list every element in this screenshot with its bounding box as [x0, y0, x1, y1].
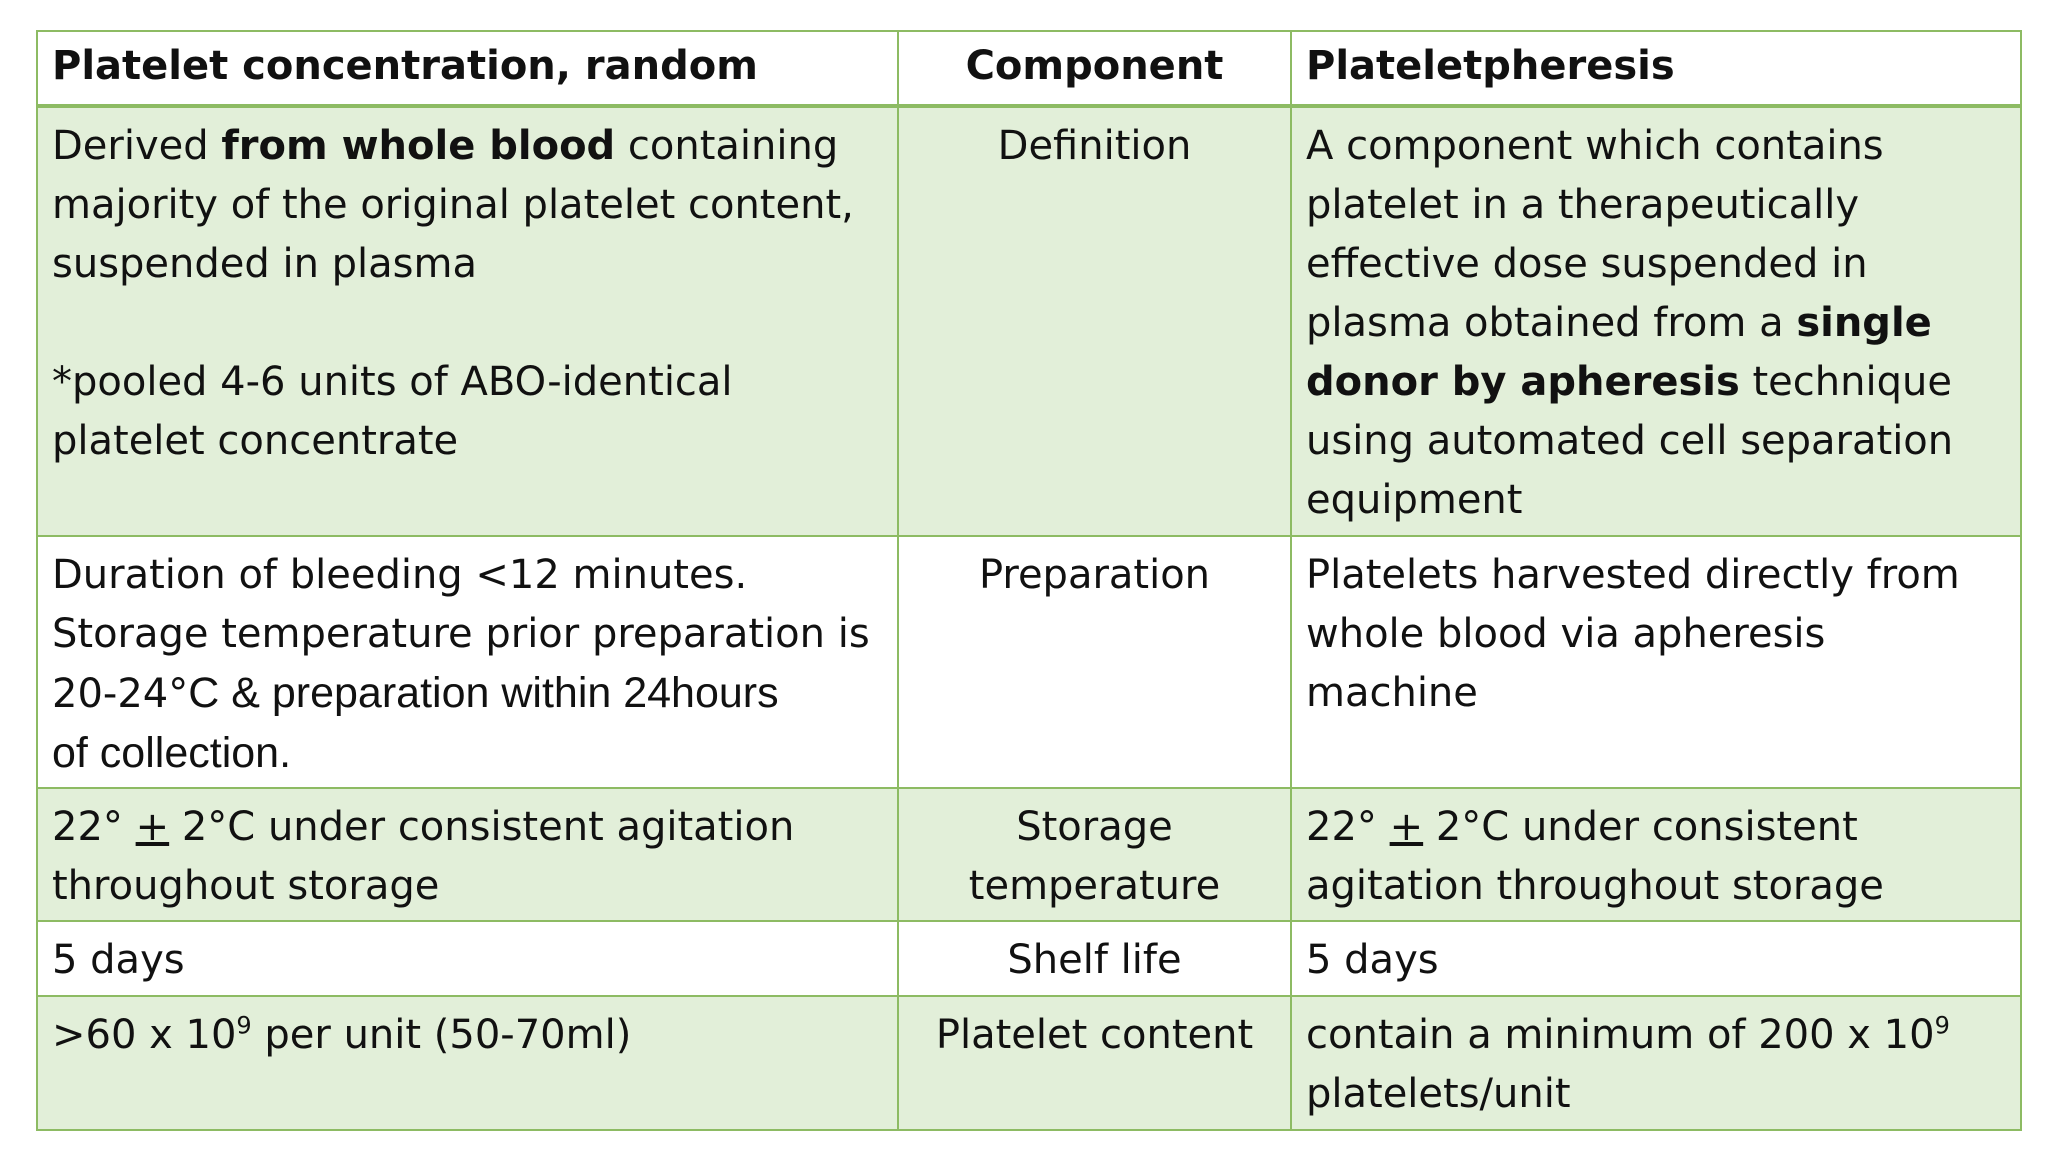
shelf-life-random: 5 days: [36, 920, 899, 997]
definition-apheresis-line1: A component which contains: [1306, 123, 1884, 169]
definition-random-note1: *pooled 4-6 units of ABO-identical: [52, 359, 733, 405]
definition-random-line1: Derived from whole blood containing: [52, 123, 839, 169]
preparation-random-line2: Storage temperature prior preparation is: [52, 611, 870, 657]
table-row-definition: Derived from whole blood containing majo…: [36, 105, 2022, 537]
platelet-comparison-table: Platelet concentration, random Component…: [36, 30, 2022, 1131]
header-row: Platelet concentration, random Component…: [36, 30, 2022, 108]
preparation-label: Preparation: [897, 535, 1292, 789]
storage-apheresis-line2: agitation throughout storage: [1306, 863, 1884, 909]
storage-label-line1: Storage: [1016, 804, 1173, 850]
table-row-platelet-content: >60 x 109 per unit (50-70ml) Platelet co…: [36, 995, 2022, 1131]
storage-random-line2: throughout storage: [52, 863, 440, 909]
platelet-content-random-line1: >60 x 109 per unit (50-70ml): [52, 1011, 632, 1058]
preparation-random-line3: 20-24°C & preparation within 24hours: [52, 669, 779, 717]
shelf-life-apheresis: 5 days: [1290, 920, 2022, 997]
table-row-preparation: Duration of bleeding <12 minutes. Storag…: [36, 535, 2022, 789]
definition-random-line3: suspended in plasma: [52, 241, 477, 287]
preparation-apheresis-cell: Platelets harvested directly from whole …: [1290, 535, 2022, 789]
definition-apheresis-line3: effective dose suspended in: [1306, 241, 1868, 287]
definition-apheresis-line6: using automated cell separation: [1306, 418, 1954, 464]
storage-apheresis-cell: 22° + 2°C under consistent agitation thr…: [1290, 787, 2022, 922]
definition-label: Definition: [897, 105, 1292, 537]
header-apheresis: Plateletpheresis: [1290, 30, 2022, 108]
storage-label: Storage temperature: [897, 787, 1292, 922]
header-component: Component: [897, 30, 1292, 108]
definition-random-note2: platelet concentrate: [52, 418, 459, 464]
definition-apheresis-line4: plasma obtained from a single: [1306, 300, 1932, 346]
storage-label-line2: temperature: [968, 863, 1221, 909]
storage-random-cell: 22° + 2°C under consistent agitation thr…: [36, 787, 899, 922]
preparation-random-cell: Duration of bleeding <12 minutes. Storag…: [36, 535, 899, 789]
table-row-shelf-life: 5 days Shelf life 5 days: [36, 920, 2022, 997]
preparation-random-line1: Duration of bleeding <12 minutes.: [52, 552, 748, 598]
definition-apheresis-cell: A component which contains platelet in a…: [1290, 105, 2022, 537]
platelet-content-apheresis-line1: contain a minimum of 200 x 109: [1306, 1011, 1950, 1058]
preparation-apheresis-line3: machine: [1306, 670, 1478, 716]
storage-apheresis-line1: 22° + 2°C under consistent: [1306, 804, 1858, 850]
preparation-apheresis-line2: whole blood via apheresis: [1306, 611, 1826, 657]
header-random: Platelet concentration, random: [36, 30, 899, 108]
comparison-table-container: Platelet concentration, random Component…: [36, 30, 2022, 1131]
shelf-life-label: Shelf life: [897, 920, 1292, 997]
platelet-content-random: >60 x 109 per unit (50-70ml): [36, 995, 899, 1131]
platelet-content-apheresis-line2: platelets/unit: [1306, 1071, 1571, 1117]
definition-random-cell: Derived from whole blood containing majo…: [36, 105, 899, 537]
definition-apheresis-line2: platelet in a therapeutically: [1306, 182, 1859, 228]
definition-random-line2: majority of the original platelet conten…: [52, 182, 854, 228]
storage-random-line1: 22° + 2°C under consistent agitation: [52, 804, 795, 850]
table-row-storage: 22° + 2°C under consistent agitation thr…: [36, 787, 2022, 922]
platelet-content-label: Platelet content: [897, 995, 1292, 1131]
preparation-apheresis-line1: Platelets harvested directly from: [1306, 552, 1960, 598]
definition-apheresis-line5: donor by apheresis technique: [1306, 359, 1952, 405]
preparation-random-line4: of collection.: [52, 729, 292, 777]
platelet-content-apheresis: contain a minimum of 200 x 109 platelets…: [1290, 995, 2022, 1131]
definition-apheresis-line7: equipment: [1306, 477, 1523, 523]
